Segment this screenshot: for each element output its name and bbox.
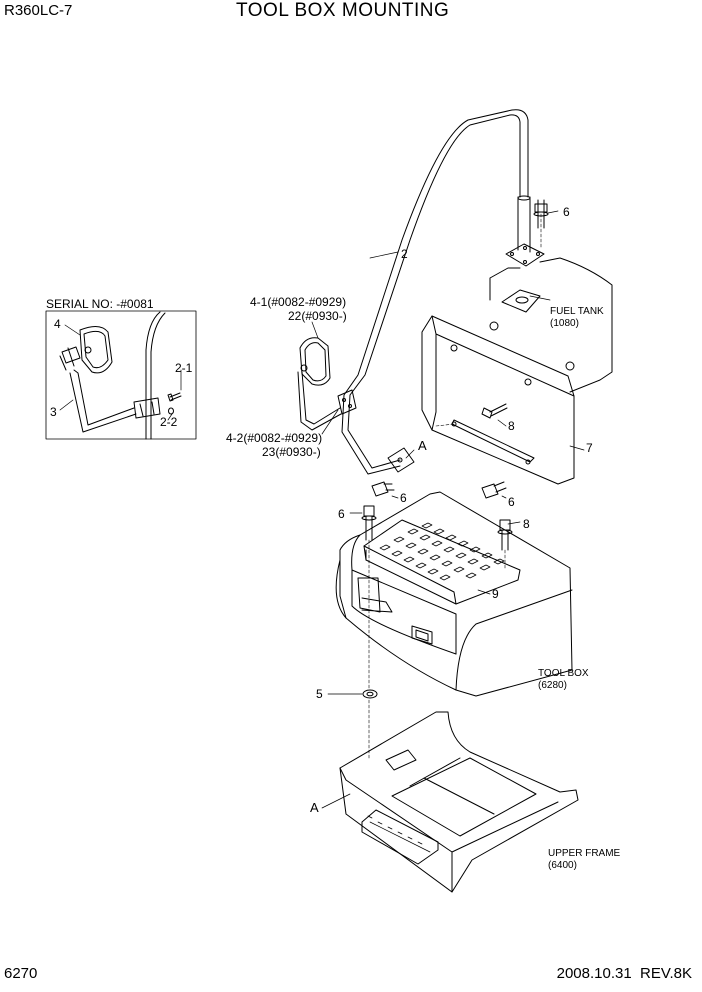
- inset-mirror: [79, 326, 113, 374]
- frame-step: [361, 809, 439, 865]
- ref-tool-box-name: TOOL BOX: [538, 668, 589, 679]
- callout-inset-2-2: 2-2: [160, 415, 178, 429]
- callout-A-bottom: A: [310, 800, 319, 815]
- cover-plate-7: [421, 315, 575, 485]
- callout-7: 7: [586, 441, 593, 455]
- callout-8-lower: 8: [523, 517, 530, 531]
- handrail-pipe-outer: [341, 109, 529, 475]
- leader-lines: [311, 210, 585, 809]
- callout-4-2: 4-2(#0082-#0929): [226, 431, 322, 445]
- frame-opening: [391, 757, 537, 837]
- page-number: 6270: [4, 965, 38, 982]
- inset-frame: [45, 310, 197, 440]
- page-title: TOOL BOX MOUNTING: [236, 0, 450, 21]
- inset-serial-label: SERIAL NO: -#0081: [46, 297, 154, 311]
- fuel-tank-cap-plate: [501, 289, 541, 313]
- inset-bolt: [167, 392, 182, 402]
- model-number: R360LC-7: [4, 2, 73, 19]
- mirror-body: [299, 337, 331, 386]
- callout-8-upper: 8: [508, 419, 515, 433]
- handrail-pipe-inner: [347, 114, 521, 469]
- callout-inset-2-1: 2-1: [175, 361, 193, 375]
- callout-6-top: 6: [563, 205, 570, 219]
- step-plate-9: [363, 519, 521, 605]
- fuel-tank-outline: [489, 257, 613, 393]
- mirror-assembly: [297, 337, 342, 431]
- bolt-6-left: [361, 505, 377, 541]
- callout-9: 9: [492, 587, 499, 601]
- fuel-tank: [489, 257, 613, 393]
- bolt-6-top: [533, 199, 549, 229]
- cover-plate-lip: [451, 419, 535, 463]
- inset-clamp: [133, 397, 161, 419]
- callout-6-mid-left: 6: [400, 491, 407, 505]
- upper-frame-outline: [339, 711, 579, 893]
- bolt-8-lower: [497, 519, 513, 551]
- inset-pipe-edge: [150, 312, 166, 440]
- cover-plate-outline: [421, 315, 575, 485]
- callout-6-mid-right: 6: [508, 495, 515, 509]
- callout-5: 5: [316, 687, 323, 701]
- inset-detail: [45, 310, 197, 440]
- ref-upper-frame-name: UPPER FRAME: [548, 848, 621, 859]
- callout-22: 22(#0930-): [288, 309, 347, 323]
- bolt-6-mid-right: [481, 481, 507, 499]
- ref-fuel-tank-code: (1080): [550, 318, 579, 329]
- tool-box-latch: [357, 577, 393, 613]
- frame-bracket: [385, 749, 417, 771]
- washer-5: [362, 689, 378, 699]
- alignment-lines: [368, 213, 542, 761]
- upper-frame: [339, 711, 579, 893]
- callout-2: 2: [401, 247, 408, 261]
- handrail-clamp: [337, 389, 357, 415]
- callout-A-top: A: [418, 438, 427, 453]
- mirror-stay: [297, 371, 342, 431]
- bolt-8-upper: [481, 403, 508, 419]
- callout-4-1: 4-1(#0082-#0929): [250, 295, 346, 309]
- step-plate-pattern: [379, 522, 505, 581]
- tool-box-outline: [339, 491, 573, 697]
- tool-box: [335, 491, 573, 697]
- mirror-glass: [304, 342, 327, 382]
- inset-mirror-arm: [69, 369, 137, 433]
- handrail: [341, 109, 545, 475]
- ref-fuel-tank-name: FUEL TANK: [550, 306, 604, 317]
- inset-pipe: [145, 311, 161, 440]
- inset-nut: [168, 407, 174, 415]
- bolt-6-mid-left: [371, 481, 395, 497]
- ref-tool-box-code: (6280): [538, 680, 567, 691]
- revision-date: 2008.10.31 REV.8K: [556, 965, 692, 982]
- inset-mirror-bracket: [61, 346, 81, 364]
- tool-box-lock: [411, 625, 433, 645]
- callout-inset-3: 3: [50, 405, 57, 419]
- ref-upper-frame-code: (6400): [548, 860, 577, 871]
- callout-23: 23(#0930-): [262, 445, 321, 459]
- callout-inset-4: 4: [54, 317, 61, 331]
- handrail-foot-plate: [387, 447, 415, 473]
- callout-6-left: 6: [338, 507, 345, 521]
